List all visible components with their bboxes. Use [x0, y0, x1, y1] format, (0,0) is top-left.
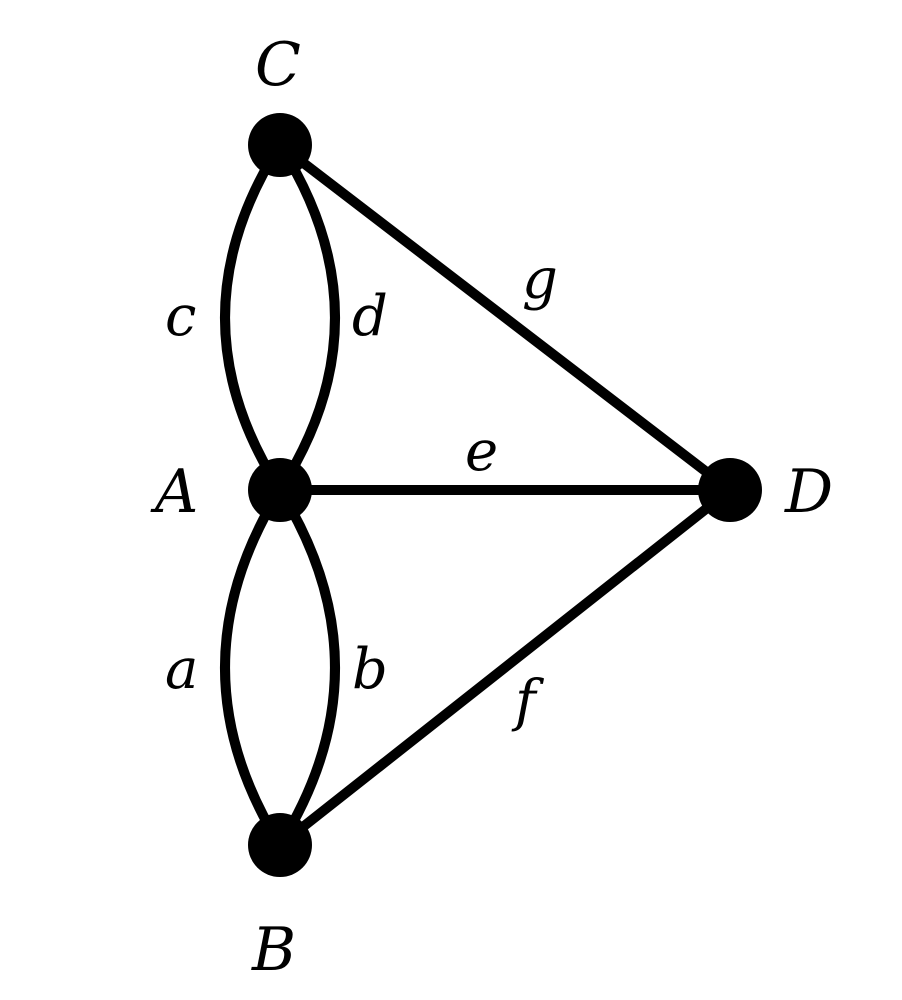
vertex-c: [248, 113, 312, 177]
vertex-a: [248, 458, 312, 522]
edge-f: [275, 485, 735, 850]
vertex-label-d: D: [784, 457, 833, 527]
vertex-label-c: C: [255, 30, 301, 100]
vertex-label-b: B: [251, 915, 296, 985]
edge-d: [275, 140, 340, 495]
edge-label-b: b: [352, 637, 388, 702]
edge-label-a: a: [165, 637, 198, 702]
edge-g: [275, 140, 735, 495]
edge-b: [275, 485, 340, 850]
edge-a: [220, 485, 285, 850]
edge-c: [220, 140, 285, 495]
edge-label-f: f: [511, 669, 545, 734]
edge-label-g: g: [522, 247, 558, 312]
vertex-d: [698, 458, 762, 522]
vertex-label-a: A: [150, 457, 198, 527]
edge-label-e: e: [465, 419, 498, 484]
vertex-b: [248, 813, 312, 877]
edge-label-c: c: [165, 284, 196, 349]
edge-label-d: d: [352, 284, 388, 349]
